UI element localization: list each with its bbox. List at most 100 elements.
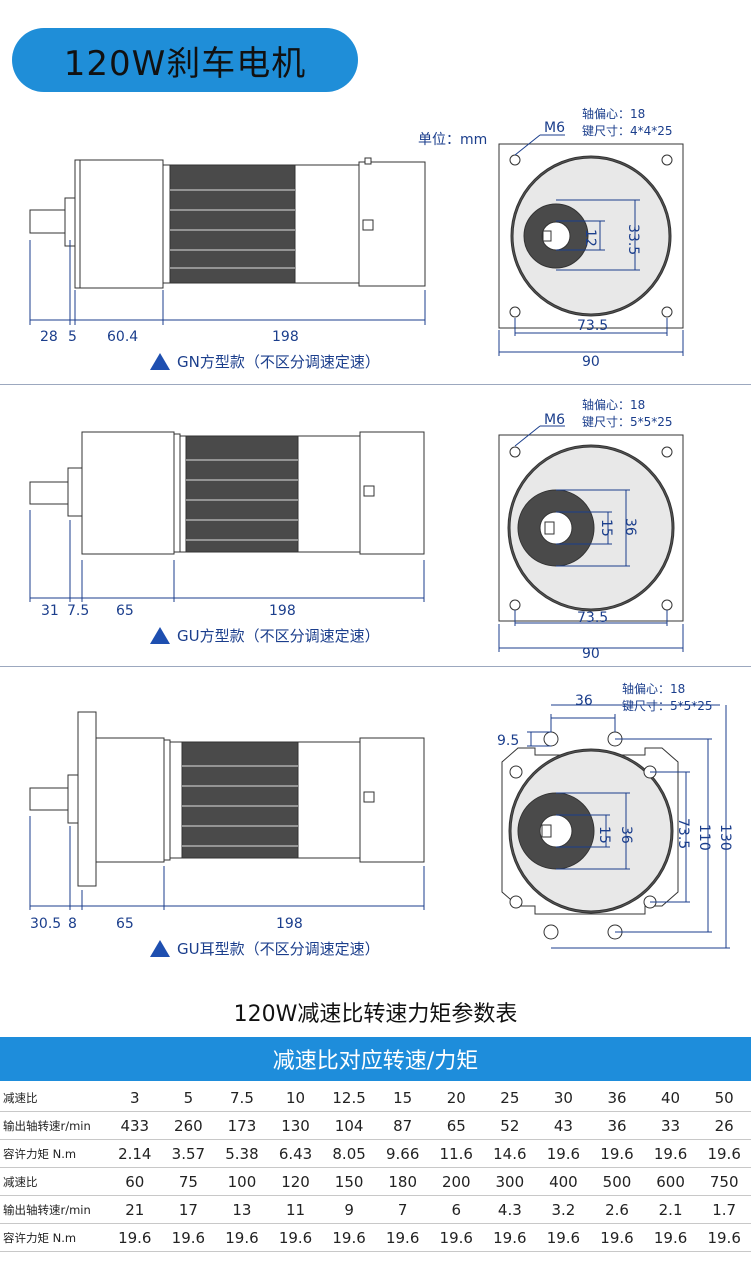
gu-ear-front-view-drawing xyxy=(501,704,730,949)
gu-square-caption: GU方型款（不区分调速定速） xyxy=(150,625,380,646)
table-cell: 11 xyxy=(268,1195,323,1224)
row-label: 容许力矩 N.m xyxy=(0,1223,108,1252)
table-cell: 33 xyxy=(643,1111,698,1140)
gu-square-dim-width: 90 xyxy=(582,646,600,662)
gn-caption-text: GN方型款（不区分调速定速） xyxy=(177,353,380,371)
row-label: 减速比 xyxy=(0,1167,108,1196)
gu-ear-caption: GU耳型款（不区分调速定速） xyxy=(150,938,380,959)
table-cell: 9 xyxy=(322,1195,376,1224)
table-cell: 36 xyxy=(590,1084,644,1112)
table-cell: 19.6 xyxy=(483,1223,537,1252)
gu-square-thread-label: M6 xyxy=(544,412,565,428)
table-cell: 6 xyxy=(429,1195,484,1224)
gu-ear-dim-ear-offset: 9.5 xyxy=(497,733,520,749)
table-cell: 180 xyxy=(375,1167,430,1196)
table-cell: 600 xyxy=(643,1167,698,1196)
table-cell: 120 xyxy=(268,1167,323,1196)
gu-square-dim-flange: 7.5 xyxy=(67,603,90,619)
gu-ear-side-view-drawing xyxy=(29,711,425,910)
table-cell: 10 xyxy=(268,1084,323,1112)
table-cell: 65 xyxy=(429,1111,484,1140)
table-cell: 4.3 xyxy=(483,1195,537,1224)
table-cell: 19.6 xyxy=(536,1139,591,1168)
gn-dim-motor: 198 xyxy=(272,329,299,345)
row-label: 容许力矩 N.m xyxy=(0,1139,108,1168)
table-cell: 1.7 xyxy=(697,1195,751,1224)
gu-square-dim-shaft-dia: 15 xyxy=(598,519,614,537)
table-cell: 9.66 xyxy=(375,1139,430,1168)
table-cell: 19.6 xyxy=(108,1223,162,1252)
table-cell: 52 xyxy=(483,1111,537,1140)
table-cell: 104 xyxy=(322,1111,376,1140)
row-label: 输出轴转速r/min xyxy=(0,1111,108,1140)
table-cell: 750 xyxy=(697,1167,751,1196)
gu-ear-dim-hole-pitch: 73.5 xyxy=(675,818,691,850)
table-cell: 19.6 xyxy=(429,1223,484,1252)
table-cell: 19.6 xyxy=(322,1223,376,1252)
gn-front-view-drawing xyxy=(498,134,684,356)
page-title: 120W刹车电机 xyxy=(12,28,358,92)
table-cell: 8.05 xyxy=(322,1139,376,1168)
table-cell: 19.6 xyxy=(268,1223,323,1252)
section-divider xyxy=(0,666,751,667)
gu-ear-dim-gearbox: 65 xyxy=(116,916,134,932)
table-cell: 11.6 xyxy=(429,1139,484,1168)
table-cell: 40 xyxy=(643,1084,698,1112)
table-cell: 60 xyxy=(108,1167,162,1196)
gu-ear-dim-ear-hole-pitch: 36 xyxy=(575,693,593,709)
table-cell: 20 xyxy=(429,1084,484,1112)
gu-ear-dim-boss-dia: 36 xyxy=(618,826,634,844)
table-cell: 14.6 xyxy=(483,1139,537,1168)
table-cell: 19.6 xyxy=(536,1223,591,1252)
table-cell: 12.5 xyxy=(322,1084,376,1112)
table-cell: 150 xyxy=(322,1167,376,1196)
table-cell: 7.5 xyxy=(215,1084,269,1112)
table-cell: 19.6 xyxy=(697,1139,751,1168)
gu-square-dim-shaft: 31 xyxy=(41,603,59,619)
table-cell: 50 xyxy=(697,1084,751,1112)
table-cell: 19.6 xyxy=(643,1139,698,1168)
gn-side-view-drawing xyxy=(29,157,426,325)
table-cell: 7 xyxy=(375,1195,430,1224)
table-cell: 19.6 xyxy=(590,1139,644,1168)
table-cell: 75 xyxy=(161,1167,216,1196)
gn-thread-label: M6 xyxy=(544,120,565,136)
table-cell: 2.14 xyxy=(108,1139,162,1168)
table-cell: 3.57 xyxy=(161,1139,216,1168)
gn-dim-gearbox: 60.4 xyxy=(107,329,139,345)
table-title: 120W减速比转速力矩参数表 xyxy=(233,1002,518,1027)
table-cell: 19.6 xyxy=(215,1223,269,1252)
gu-square-dim-hole-pitch: 73.5 xyxy=(577,610,609,626)
gn-dim-shaft-dia: 12 xyxy=(582,229,598,247)
gu-square-front-view-drawing xyxy=(498,425,684,652)
table-cell: 2.6 xyxy=(590,1195,644,1224)
gu-square-side-view-drawing xyxy=(29,431,425,602)
table-cell: 400 xyxy=(536,1167,591,1196)
triangle-icon xyxy=(150,940,170,957)
gu-square-dim-gearbox: 65 xyxy=(116,603,134,619)
row-label: 输出轴转速r/min xyxy=(0,1195,108,1224)
table-cell: 5.38 xyxy=(215,1139,269,1168)
table-cell: 260 xyxy=(161,1111,216,1140)
table-cell: 6.43 xyxy=(268,1139,323,1168)
gu-ear-dim-shaft-dia: 15 xyxy=(596,826,612,844)
gu-ear-dim-height: 110 xyxy=(696,824,712,851)
table-cell: 26 xyxy=(697,1111,751,1140)
table-cell: 87 xyxy=(375,1111,430,1140)
section-divider xyxy=(0,384,751,385)
table-cell: 3.2 xyxy=(536,1195,591,1224)
gu-ear-dim-shaft: 30.5 xyxy=(30,916,62,932)
gn-shaft-notes: 轴偏心：18 键尺寸：4*4*25 xyxy=(582,107,673,138)
table-cell: 130 xyxy=(268,1111,323,1140)
gn-dim-shaft: 28 xyxy=(40,329,58,345)
gu-square-dim-motor: 198 xyxy=(269,603,296,619)
gn-dim-width: 90 xyxy=(582,354,600,370)
table-cell: 43 xyxy=(536,1111,591,1140)
gu-square-dim-boss-dia: 36 xyxy=(622,518,638,536)
table-cell: 173 xyxy=(215,1111,269,1140)
